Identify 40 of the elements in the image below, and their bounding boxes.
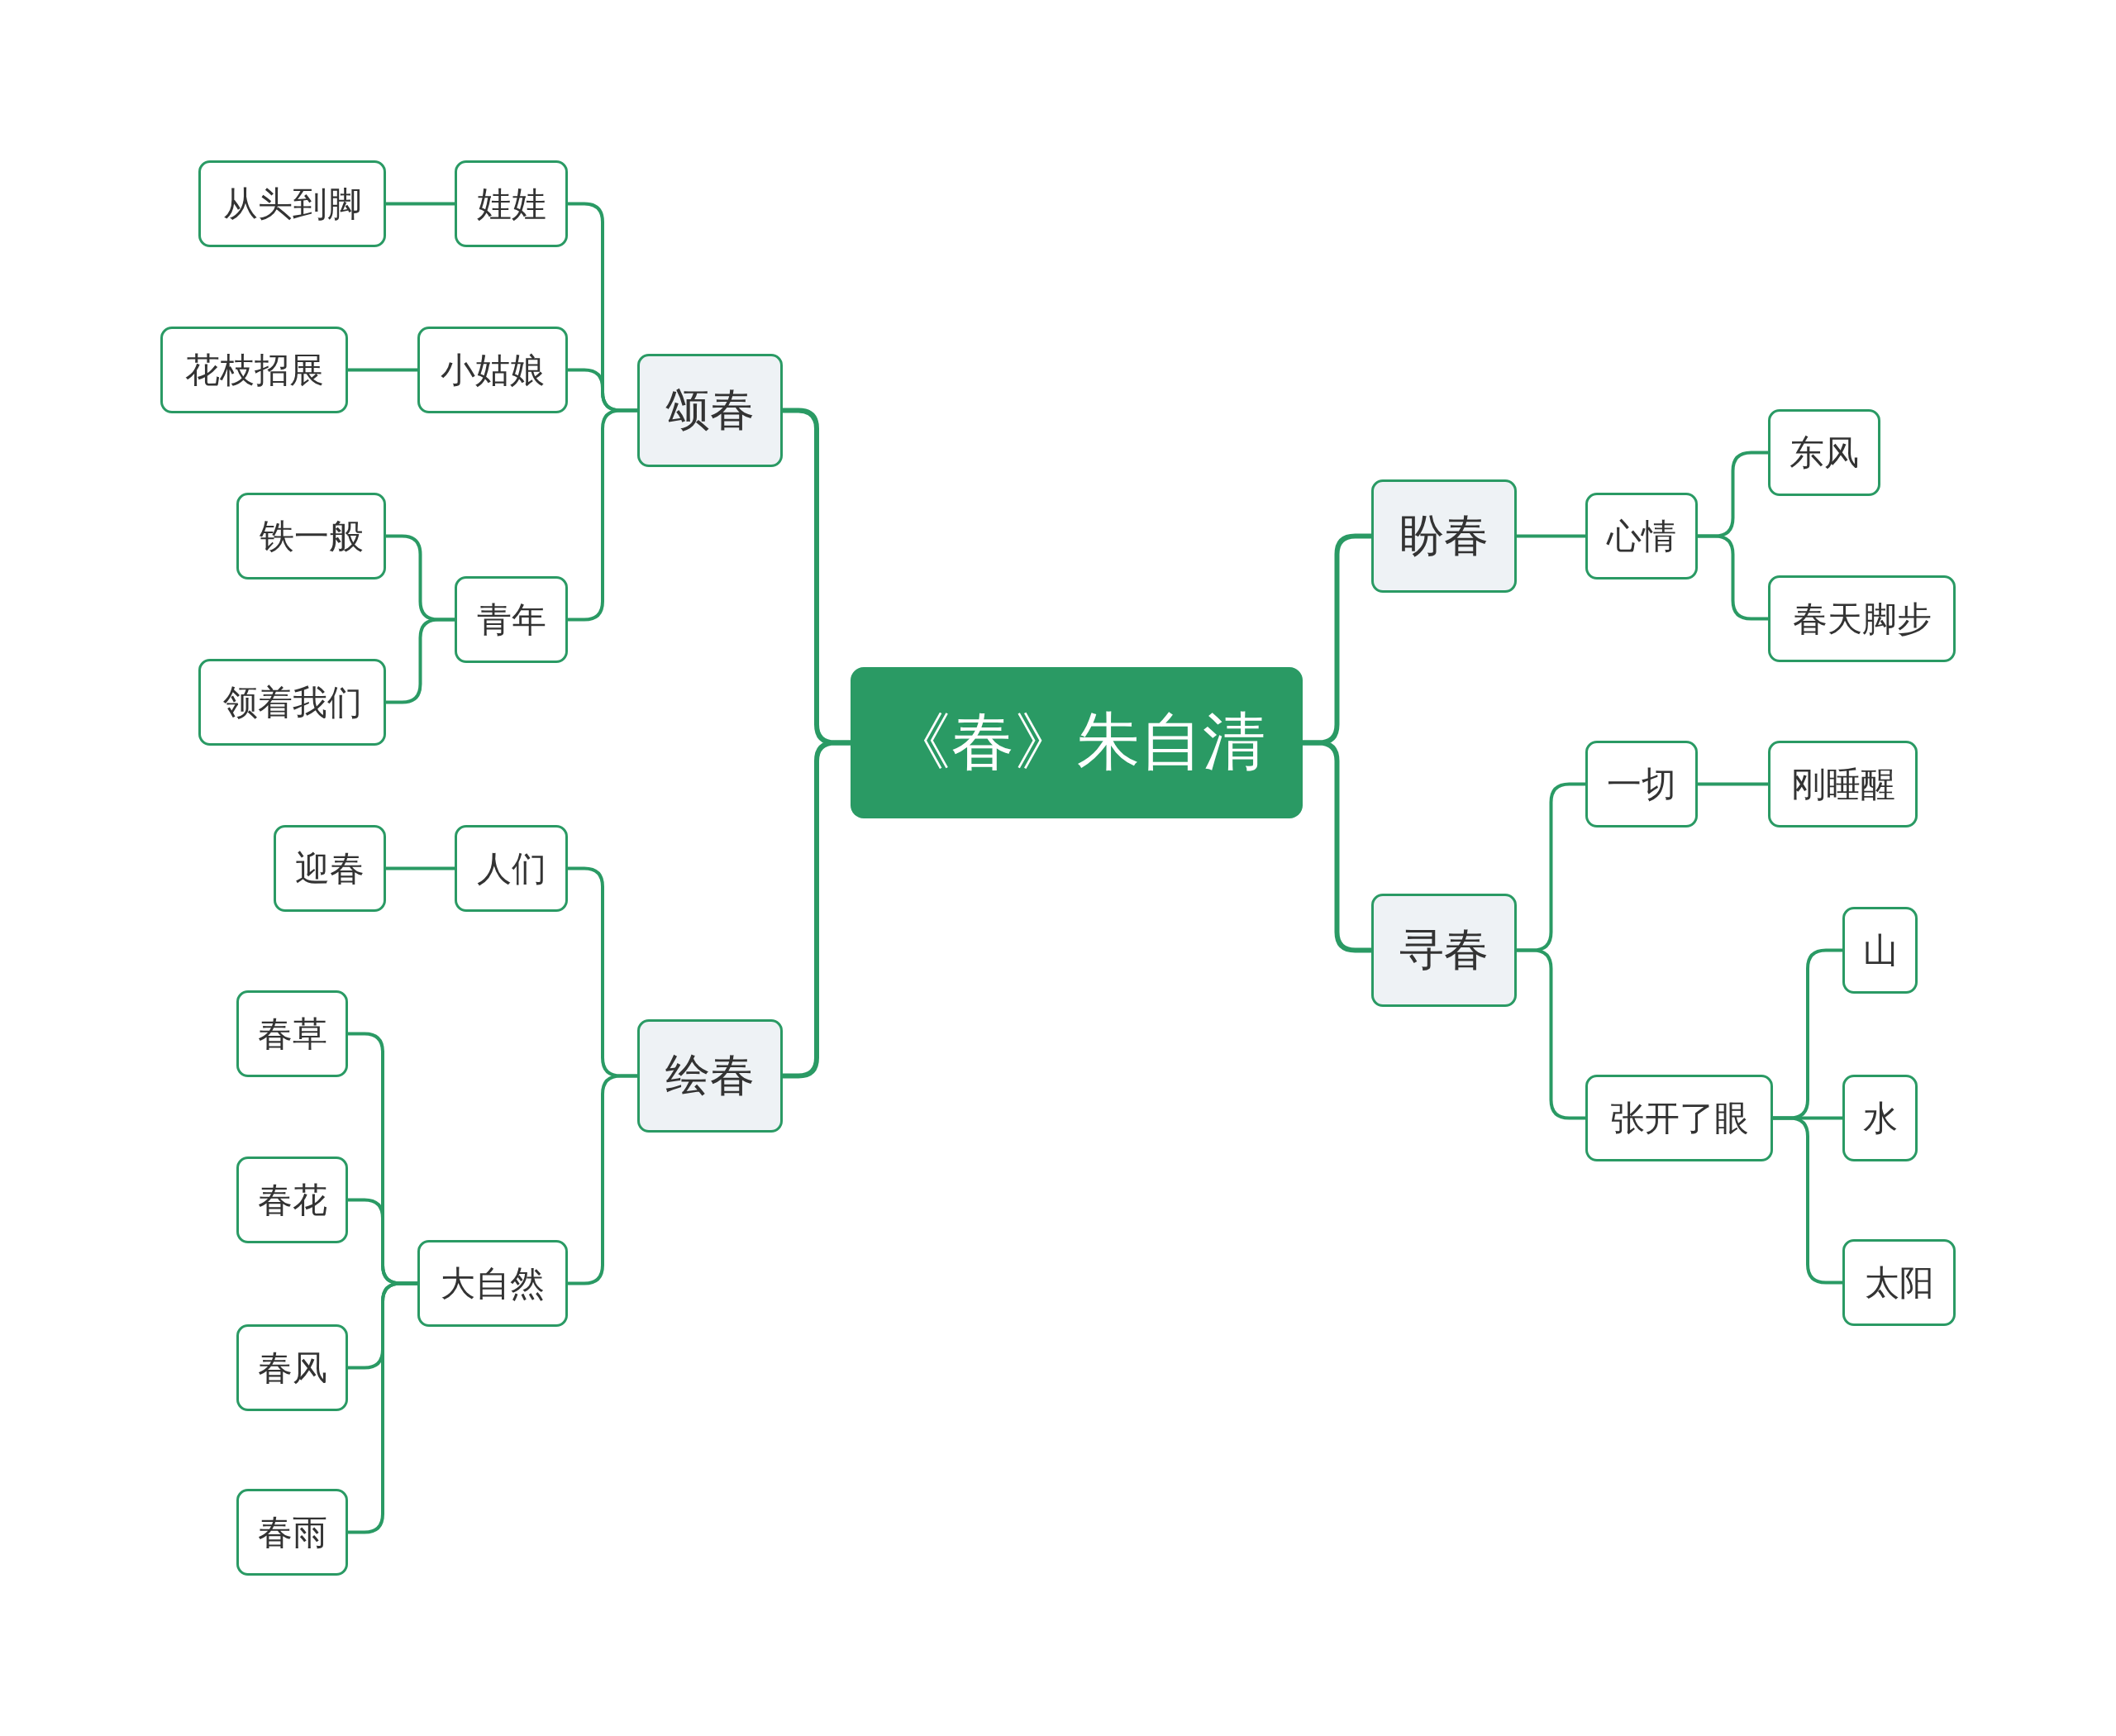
connector <box>386 202 455 206</box>
subtopic: 从头到脚 <box>198 160 386 247</box>
subtopic: 东风 <box>1768 409 1880 496</box>
subtopic: 水 <box>1842 1075 1918 1161</box>
subtopic: 小姑娘 <box>417 327 568 413</box>
subtopic: 刚睡醒 <box>1768 741 1918 827</box>
subtopic: 领着我们 <box>198 659 386 746</box>
subtopic: 大自然 <box>417 1240 568 1327</box>
connector <box>1698 782 1768 786</box>
connector <box>568 408 637 622</box>
subtopic: 心情 <box>1585 493 1698 579</box>
subtopic: 山 <box>1842 907 1918 994</box>
connector <box>386 866 455 870</box>
connector <box>568 1074 637 1285</box>
subtopic: 春花 <box>236 1157 348 1243</box>
subtopic: 一切 <box>1585 741 1698 827</box>
connector <box>348 1281 417 1534</box>
subtopic: 娃娃 <box>455 160 568 247</box>
central-topic: 《春》朱自清 <box>851 667 1303 818</box>
subtopic: 春草 <box>236 990 348 1077</box>
subtopic: 春雨 <box>236 1489 348 1576</box>
connector <box>1517 534 1585 538</box>
subtopic: 花枝招展 <box>160 327 348 413</box>
subtopic: 春风 <box>236 1324 348 1411</box>
subtopic: 青年 <box>455 576 568 663</box>
main-topic: 盼春 <box>1371 479 1517 593</box>
main-topic: 寻春 <box>1371 894 1517 1007</box>
connector <box>1773 1116 1842 1285</box>
main-topic: 绘春 <box>637 1019 783 1133</box>
subtopic: 春天脚步 <box>1768 575 1956 662</box>
main-topic: 颂春 <box>637 354 783 467</box>
connector <box>386 618 455 704</box>
connector <box>1517 948 1585 1120</box>
subtopic: 太阳 <box>1842 1239 1956 1326</box>
subtopic: 张开了眼 <box>1585 1075 1773 1161</box>
subtopic: 人们 <box>455 825 568 912</box>
connector <box>1698 534 1768 621</box>
subtopic: 铁一般 <box>236 493 386 579</box>
connector <box>348 368 417 372</box>
subtopic: 迎春 <box>274 825 386 912</box>
